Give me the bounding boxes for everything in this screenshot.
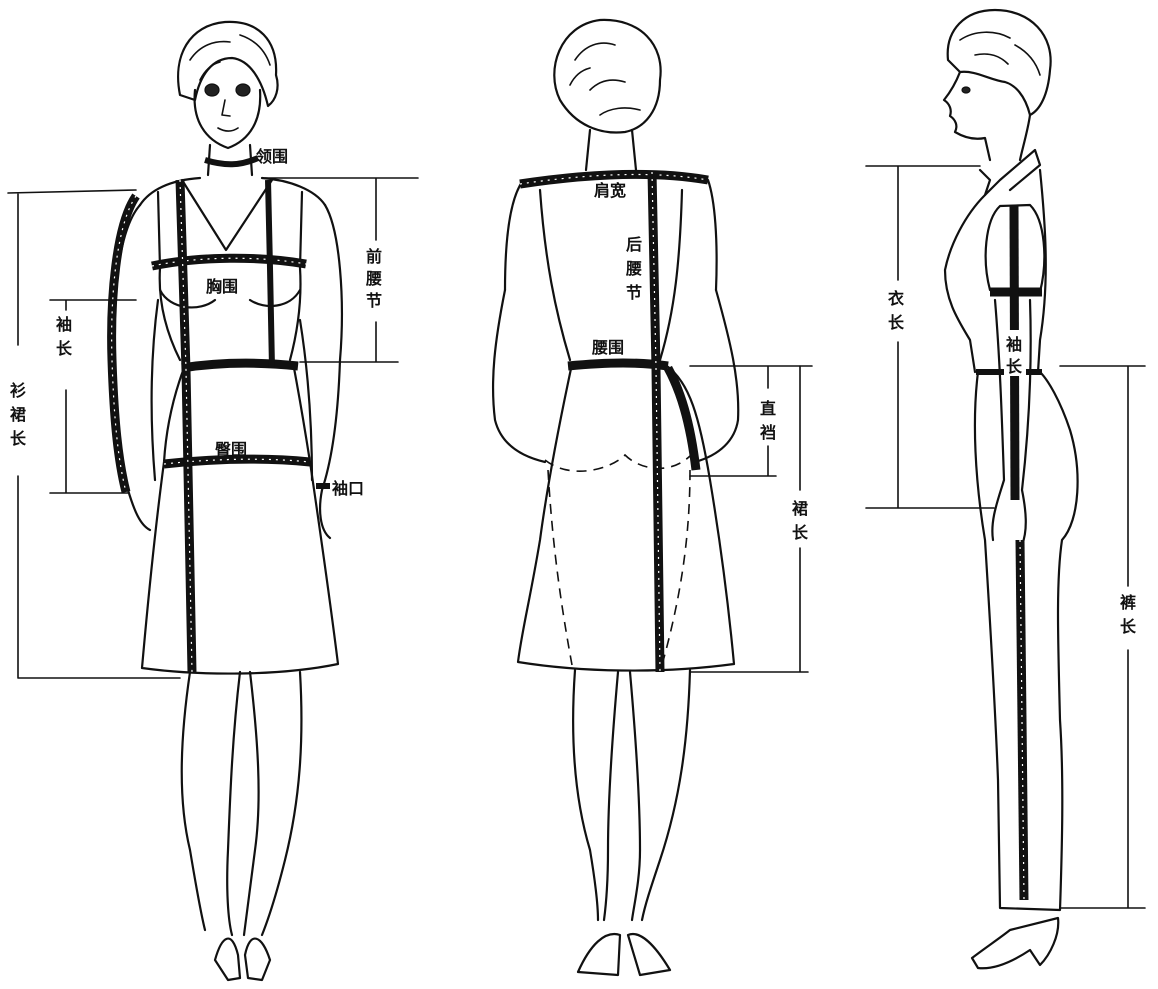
side-dimension-lines bbox=[866, 166, 1145, 908]
side-tape-trouser bbox=[1020, 540, 1024, 900]
label-cuff: 袖口 bbox=[332, 479, 364, 498]
svg-text:腰: 腰 bbox=[366, 269, 382, 288]
svg-text:裤: 裤 bbox=[1120, 593, 1136, 612]
label-side-sleeve-length: 袖 长 bbox=[1004, 330, 1026, 376]
front-face bbox=[195, 90, 261, 148]
label-back-waist-length: 后 腰 节 bbox=[626, 235, 642, 302]
svg-text:前: 前 bbox=[366, 247, 382, 266]
front-bodice bbox=[140, 178, 325, 360]
side-face bbox=[944, 72, 990, 160]
svg-text:裙: 裙 bbox=[10, 405, 26, 424]
front-tape-vertical-left bbox=[180, 180, 192, 672]
svg-text:袖: 袖 bbox=[56, 315, 72, 334]
label-garment-length: 衣 长 bbox=[888, 289, 905, 332]
svg-text:长: 长 bbox=[1120, 617, 1137, 636]
svg-text:节: 节 bbox=[626, 283, 642, 302]
side-figure: 衣 长 袖 长 裤 长 bbox=[866, 10, 1145, 968]
svg-text:衣: 衣 bbox=[888, 289, 904, 308]
svg-text:直: 直 bbox=[760, 399, 776, 418]
label-shirt-skirt-length: 衫 裙 长 bbox=[9, 381, 27, 448]
label-neck: 领围 bbox=[256, 147, 288, 166]
svg-text:长: 长 bbox=[10, 429, 27, 448]
svg-text:裆: 裆 bbox=[760, 423, 776, 442]
front-dimension-lines bbox=[8, 178, 418, 678]
label-crotch-depth: 直 裆 bbox=[760, 399, 776, 442]
svg-text:节: 节 bbox=[366, 291, 382, 310]
label-waist: 腰围 bbox=[592, 338, 624, 357]
svg-text:后: 后 bbox=[626, 235, 642, 254]
svg-text:衫: 衫 bbox=[9, 381, 26, 400]
front-tape-bust bbox=[152, 258, 306, 266]
label-front-waist-length: 前 腰 节 bbox=[366, 247, 382, 310]
label-skirt-length: 裙 长 bbox=[792, 499, 809, 542]
svg-text:长: 长 bbox=[1006, 357, 1023, 376]
front-skirt bbox=[142, 368, 338, 674]
svg-text:腰: 腰 bbox=[626, 259, 642, 278]
front-figure: 领围 胸围 臀围 袖口 前 腰 节 袖 长 衫 裙 长 bbox=[8, 22, 418, 980]
back-skirt bbox=[518, 364, 734, 671]
front-tape-vertical-right bbox=[268, 180, 272, 368]
back-dimension-lines bbox=[690, 366, 812, 672]
back-torso bbox=[505, 180, 717, 360]
front-tape-sleeve bbox=[112, 196, 136, 492]
back-seat-dashes bbox=[545, 455, 690, 665]
back-tape-center bbox=[652, 172, 660, 672]
svg-text:长: 长 bbox=[888, 313, 905, 332]
back-hair bbox=[554, 20, 660, 133]
svg-text:长: 长 bbox=[56, 339, 73, 358]
svg-text:长: 长 bbox=[792, 523, 809, 542]
svg-text:袖: 袖 bbox=[1006, 335, 1022, 354]
svg-text:裙: 裙 bbox=[792, 499, 808, 518]
label-shoulder-width: 肩宽 bbox=[594, 181, 626, 200]
back-figure: 肩宽 后 腰 节 腰围 直 裆 裙 长 bbox=[493, 20, 812, 975]
label-trouser-length: 裤 长 bbox=[1120, 593, 1137, 636]
front-tape-waist bbox=[182, 363, 298, 368]
label-front-sleeve-length: 袖 长 bbox=[56, 315, 73, 358]
label-bust: 胸围 bbox=[206, 277, 238, 296]
label-hip: 臀围 bbox=[215, 440, 247, 459]
front-hair bbox=[178, 22, 277, 106]
front-legs bbox=[182, 672, 302, 935]
